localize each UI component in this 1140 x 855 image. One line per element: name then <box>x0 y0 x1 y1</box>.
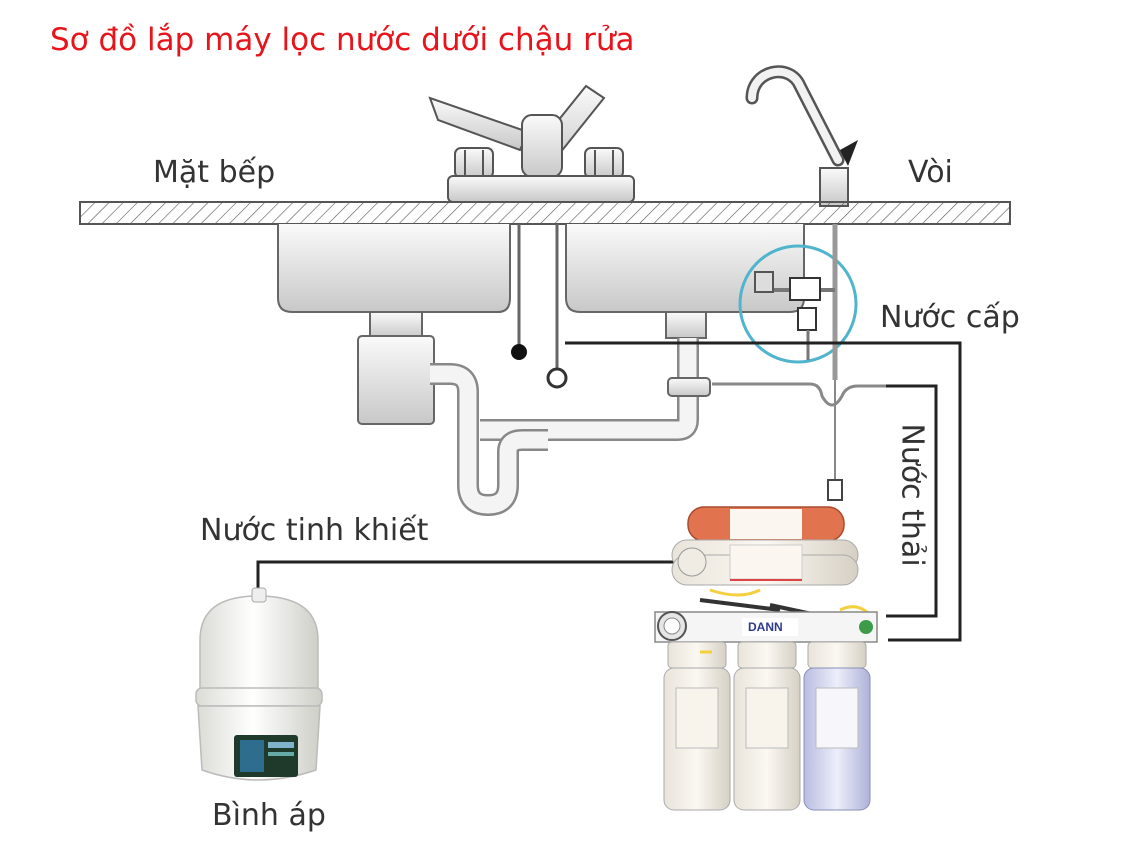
pressure-tank <box>195 587 323 781</box>
ro-faucet <box>745 65 858 207</box>
label-supply-water: Nước cấp <box>880 300 1020 335</box>
label-pure-water: Nước tinh khiết <box>200 513 429 548</box>
drain-pipes <box>357 311 711 517</box>
sink-mixer-faucet <box>428 84 635 203</box>
waste-saddle <box>712 382 886 407</box>
countertop <box>79 201 1011 225</box>
faucet-hoses <box>511 224 568 389</box>
supply-valve-detail <box>738 224 858 501</box>
brand-logo: DANN <box>748 620 783 634</box>
diagram-title: Sơ đồ lắp máy lọc nước dưới chậu rửa <box>50 22 635 58</box>
label-countertop: Mặt bếp <box>153 155 276 190</box>
label-waste-water: Nước thải <box>894 423 930 567</box>
sink-basins <box>277 224 805 313</box>
ro-purifier-unit <box>654 506 878 811</box>
label-pressure-tank: Bình áp <box>212 798 326 833</box>
label-faucet: Vòi <box>908 155 953 190</box>
